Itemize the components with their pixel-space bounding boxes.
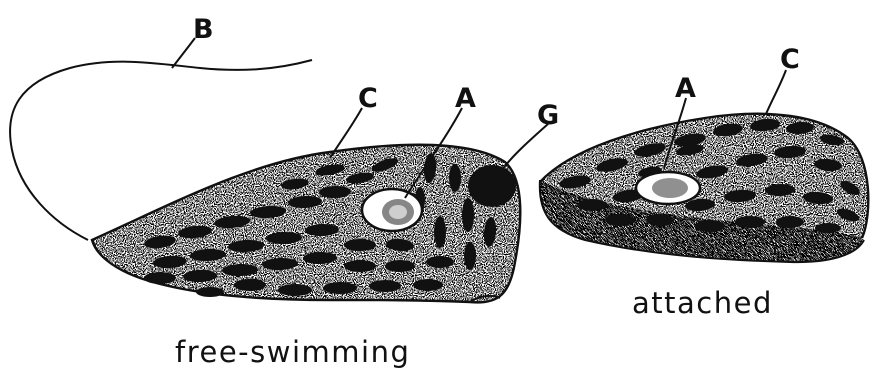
chloroplast	[449, 164, 461, 192]
chloroplast	[344, 260, 376, 272]
chloroplast	[695, 220, 725, 232]
caption-free-swimming: free-swimming	[175, 335, 410, 369]
chloroplast	[462, 198, 474, 232]
label-gullet-G: G	[537, 100, 559, 131]
leader-chloroplast-attached	[766, 70, 786, 114]
free-gullet	[468, 165, 516, 207]
attached-nucleus	[636, 172, 700, 204]
label-chloroplast-C-attached: C	[780, 44, 800, 75]
label-nucleus-A-free: A	[455, 83, 476, 114]
leader-flagellum	[172, 38, 195, 68]
caption-attached: attached	[632, 286, 773, 320]
label-chloroplast-C-free: C	[358, 83, 378, 114]
chloroplast	[323, 282, 357, 294]
chloroplast	[234, 279, 266, 291]
chloroplast	[196, 287, 224, 297]
label-nucleus-A-attached: A	[675, 73, 696, 104]
chloroplast	[278, 284, 312, 296]
chloroplast	[385, 260, 415, 272]
chloroplast	[577, 199, 607, 211]
chloroplast	[144, 272, 176, 284]
chloroplast	[776, 216, 804, 228]
chloroplast	[426, 256, 454, 268]
chloroplast	[413, 279, 443, 291]
chloroplast	[369, 280, 401, 292]
free-nucleus	[362, 189, 422, 231]
chloroplast	[646, 214, 674, 226]
chloroplast	[605, 214, 635, 226]
attached-cell	[530, 105, 876, 271]
chloroplast	[815, 223, 841, 233]
free-swimming-cell	[10, 60, 530, 320]
chloroplast	[464, 242, 476, 270]
chloroplast	[735, 216, 765, 228]
label-flagellum-B: B	[193, 14, 214, 45]
chloroplast	[344, 239, 376, 251]
chloroplast	[434, 216, 446, 248]
